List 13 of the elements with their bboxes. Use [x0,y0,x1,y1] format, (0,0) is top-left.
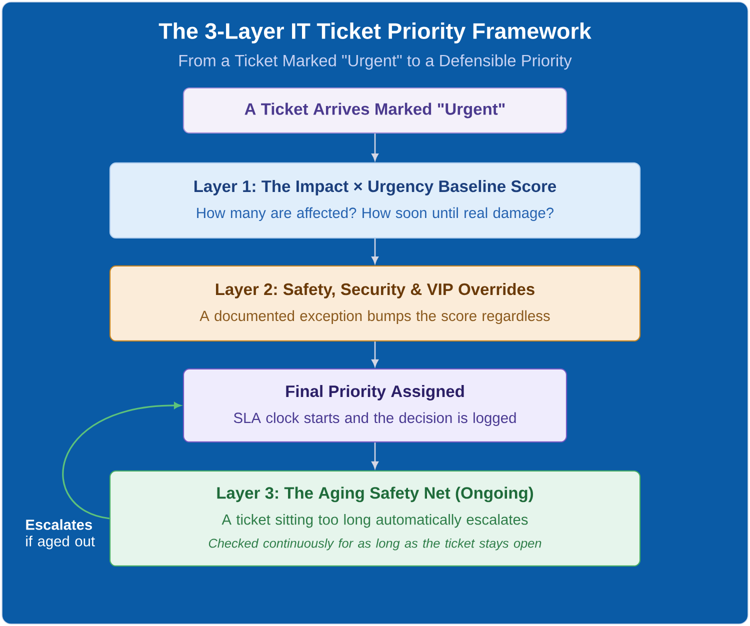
arrow [372,238,378,264]
arrow [372,134,378,161]
process-box: Layer 2: Safety, Security & VIP Overrides A documented exception bumps the score regardless [109,265,641,342]
process-box: Final Priority Assigned SLA clock starts and the decision is logged [182,368,568,443]
arrow [372,442,378,469]
arrow [62,402,181,520]
process-box: Layer 1: The Impact × Urgency Baseline Score How many are affected? How soon until real damage? [109,162,641,239]
subtitle: From a Ticket Marked "Urgent" to a Defensible Priority [179,54,572,70]
process-box: A Ticket Arrives Marked "Urgent" [182,87,568,134]
edge-label: Escalates if aged out [24,518,102,550]
title: The 3-Layer IT Ticket Priority Framework [158,22,592,44]
process-box: Layer 3: The Aging Safety Net (Ongoing) A ticket sitting too long automatically escalates Checked continuously for as long as the ticket stays open [109,470,641,567]
arrow [372,342,378,367]
